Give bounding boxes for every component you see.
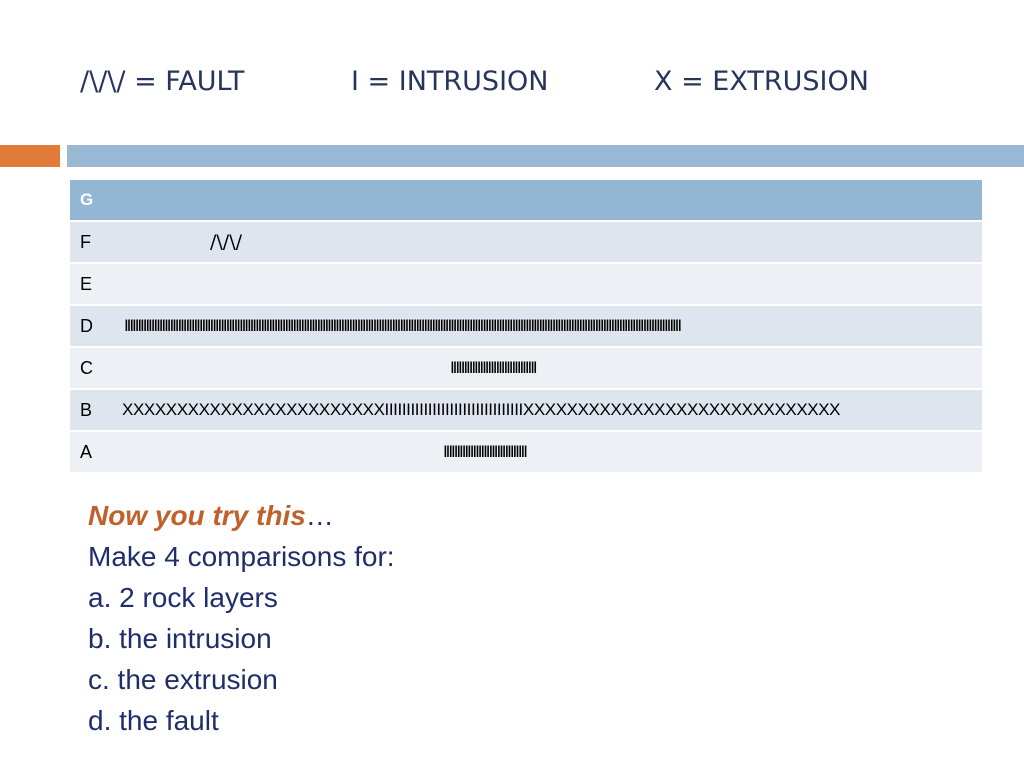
intrusion-marks: IIIIIIIIIIIIIIIIIIIIIIIIIIIIIIII — [450, 358, 538, 377]
stratum-row-a: A IIIIIIIIIIIIIIIIIIIIIIIIIIIIIII — [70, 432, 982, 474]
legend-fault: /\/\/ = FAULT — [80, 66, 245, 97]
stratum-label: G — [80, 190, 94, 209]
stratum-row-e: E — [70, 264, 982, 306]
legend-intrusion: I = INTRUSION — [351, 66, 549, 97]
accent-bar-orange — [0, 145, 60, 167]
instructions: Now you try this… Make 4 comparisons for… — [88, 495, 688, 741]
legend-title: /\/\/ = FAULT I = INTRUSION X = EXTRUSIO… — [80, 62, 1010, 102]
stratum-row-c: C IIIIIIIIIIIIIIIIIIIIIIIIIIIIIIII — [70, 348, 982, 390]
accent-bar-blue — [67, 145, 1024, 167]
stratum-label: A — [80, 442, 93, 462]
rock-strata-table: G F /\/\/ E D IIIIIIIIIIIIIIIIIIIIIIIIII… — [70, 180, 982, 474]
extrusion-intrusion-marks: XXXXXXXXXXXXXXXXXXXXXXXXIIIIIIIIIIIIIIII… — [122, 400, 841, 419]
instructions-item: c. the extrusion — [88, 664, 278, 695]
stratum-row-g: G — [70, 180, 982, 222]
stratum-row-b: B XXXXXXXXXXXXXXXXXXXXXXXXIIIIIIIIIIIIII… — [70, 390, 982, 432]
instructions-item: d. the fault — [88, 705, 219, 736]
fault-symbol: /\/\/ — [210, 231, 243, 253]
stratum-label: B — [80, 400, 93, 420]
stratum-label: D — [80, 316, 93, 336]
stratum-row-f: F /\/\/ — [70, 222, 982, 264]
instructions-ellipsis: … — [305, 500, 334, 531]
instructions-lead-line: Now you try this… — [88, 495, 688, 536]
intrusion-marks: IIIIIIIIIIIIIIIIIIIIIIIIIIIIIIIIIIIIIIII… — [124, 316, 682, 335]
instructions-prompt: Make 4 comparisons for: — [88, 541, 395, 572]
instructions-lead: Now you try this — [88, 500, 306, 531]
instructions-item: a. 2 rock layers — [88, 582, 278, 613]
stratum-label: C — [80, 358, 93, 378]
stratum-row-d: D IIIIIIIIIIIIIIIIIIIIIIIIIIIIIIIIIIIIII… — [70, 306, 982, 348]
stratum-label: F — [80, 232, 91, 252]
legend-extrusion: X = EXTRUSION — [654, 66, 869, 97]
stratum-label: E — [80, 274, 93, 294]
instructions-item: b. the intrusion — [88, 623, 272, 654]
intrusion-marks: IIIIIIIIIIIIIIIIIIIIIIIIIIIIIII — [443, 442, 528, 461]
